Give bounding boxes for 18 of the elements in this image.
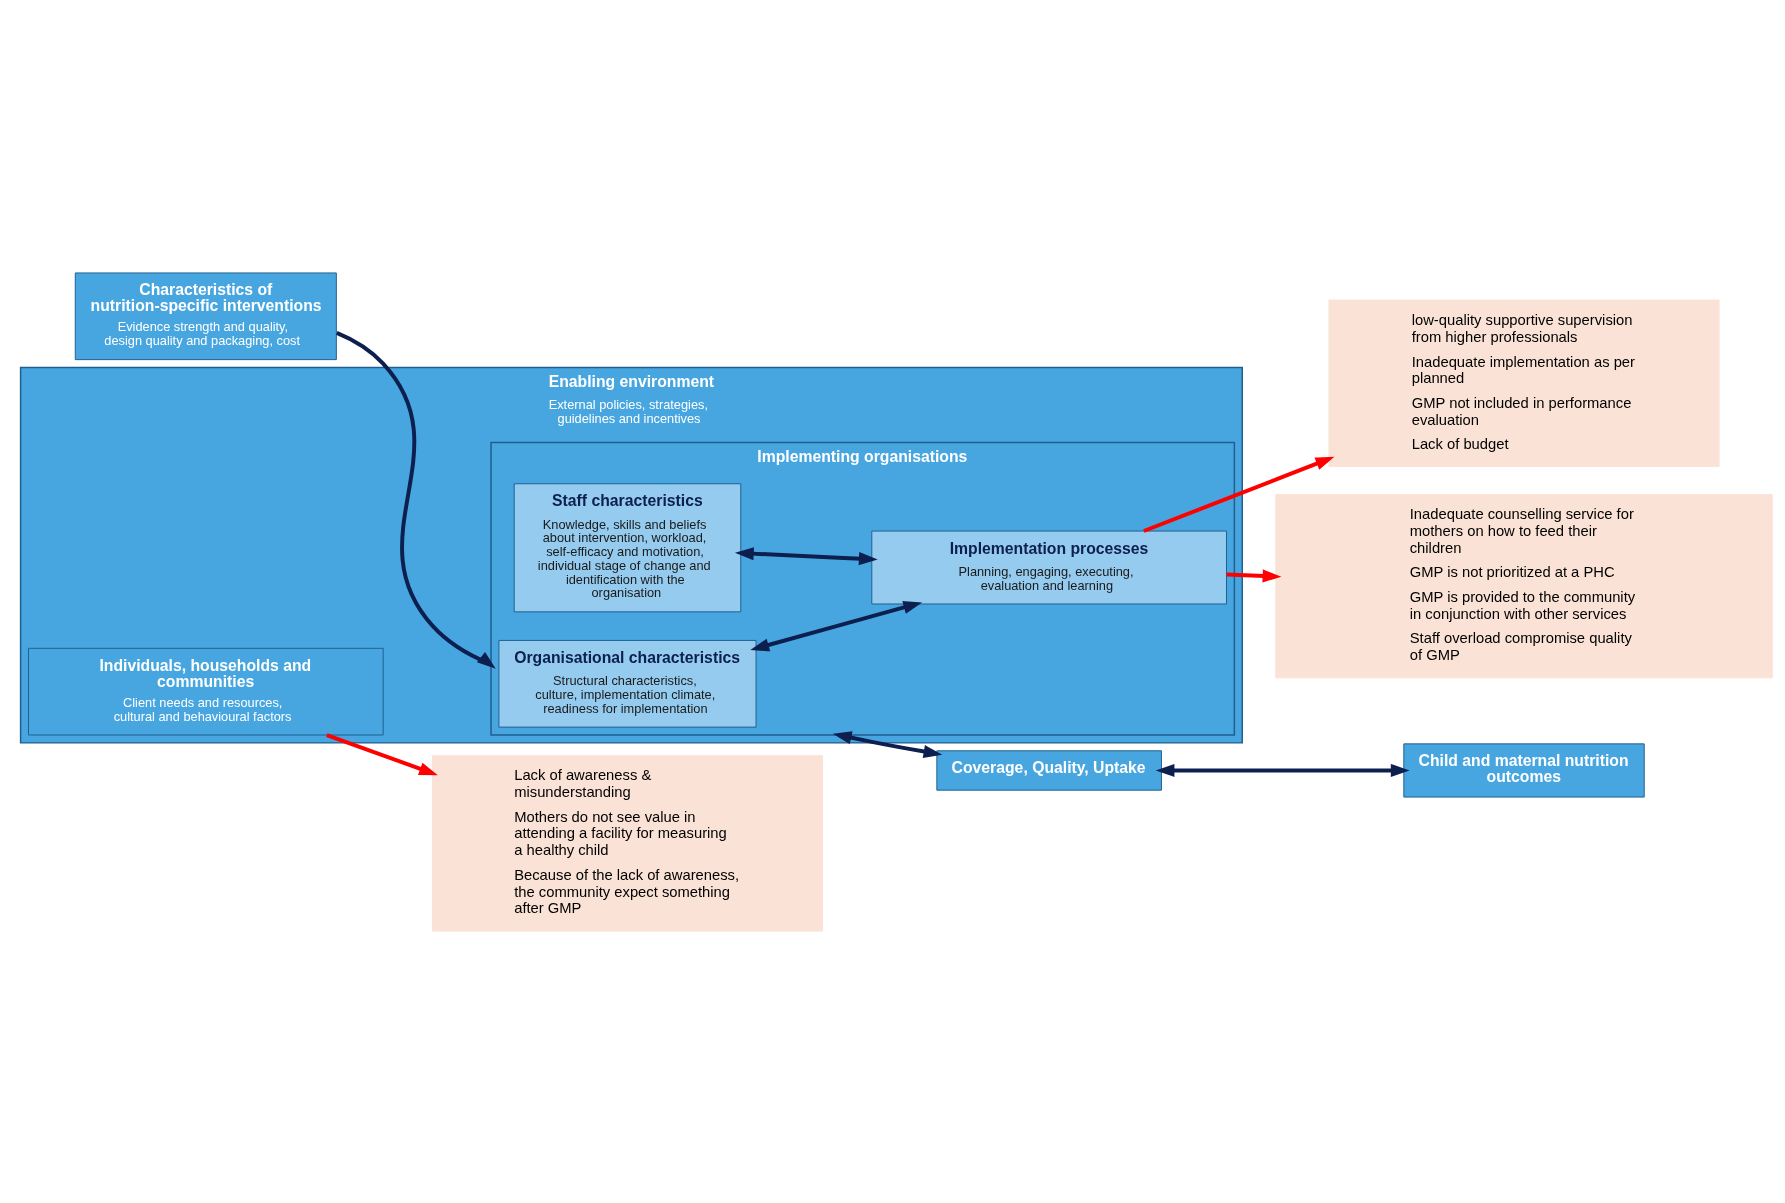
node-box: Lack of awareness & misunderstanding Mothers do not see value in attending a facility for measuring a healthy child Because of the lack of awareness, the community expect something after GMP (431, 754, 824, 932)
node-box: Characteristics of nutrition-specific interventions Evidence strength and quality, design quality and packaging, cost (74, 271, 337, 360)
arrow (735, 546, 878, 565)
node-box: Implementation processes Planning, engaging, executing, evaluation and learning (871, 530, 1227, 604)
node-box: Staff characteristics Knowledge, skills and beliefs about intervention, workload, self-efficacy and motivation, individual stage of change and identification with the organisation (513, 482, 742, 612)
node-box: Child and maternal nutrition outcomes (1403, 742, 1645, 798)
arrow (832, 730, 943, 758)
arrow (1143, 456, 1335, 533)
arrow (326, 732, 438, 775)
arrow (1155, 763, 1410, 777)
arrow (750, 600, 923, 651)
node-box: Organisational characteristics Structural characteristics, culture, implementation climate, readiness for implementation (498, 639, 757, 728)
node-box: low-quality supportive supervision from higher professionals Inadequate implementation as per planned GMP not included in performance evaluation Lack of budget (1328, 299, 1720, 467)
node-box: Coverage, Quality, Uptake (936, 749, 1162, 791)
node-box: Inadequate counselling service for mothers on how to feed their children GMP is not prioritized at a PHC GMP is provided to the community in conjunction with other services Staff overload compromise quality of GMP (1275, 493, 1773, 678)
arrow (336, 330, 496, 669)
arrow (1226, 568, 1282, 582)
node-box: Individuals, households and communities Client needs and resources, cultural and behavioural factors (27, 647, 384, 735)
